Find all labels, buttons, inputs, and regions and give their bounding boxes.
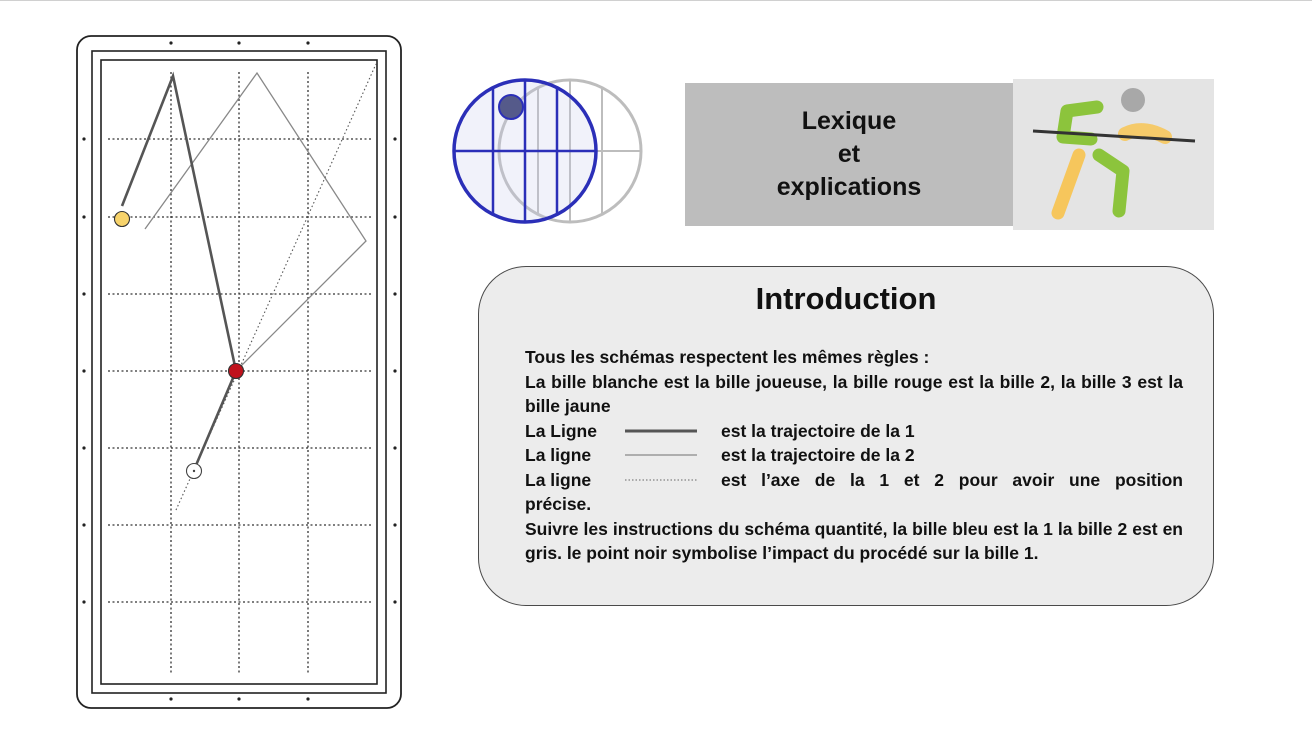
rules-heading: Tous les schémas respectent les mêmes rè… <box>525 347 930 367</box>
yellow-ball <box>113 210 131 228</box>
billiard-player-icon-graphic <box>1032 88 1196 220</box>
ball-2-trajectory <box>144 71 367 372</box>
ball-1-trajectory <box>120 71 238 471</box>
legend-row-axis: La ligne est l’axe de la 1 et 2 pour avo… <box>525 468 1183 493</box>
balls-description: La bille blanche est la bille joueuse, l… <box>525 371 1183 417</box>
legend-text: est la trajectoire de la 2 <box>721 445 915 465</box>
lexique-title: Lexique et explications <box>777 105 922 204</box>
introduction-panel: Introduction Tous les schémas respectent… <box>478 266 1214 606</box>
billiard-table-diagram <box>76 35 402 709</box>
introduction-body: Tous les schémas respectent les mêmes rè… <box>525 345 1183 566</box>
table-diamonds <box>82 41 397 701</box>
white-ball-center <box>192 469 196 473</box>
lexique-line-2: et <box>837 140 861 168</box>
legend-line-thin <box>623 452 721 458</box>
lexique-banner: Lexique et explications <box>685 83 1013 226</box>
red-ball <box>227 362 245 380</box>
legend-text: est la trajectoire de la 1 <box>721 420 915 441</box>
impact-point <box>498 94 524 120</box>
legend-label: La Ligne <box>525 420 597 441</box>
introduction-title: Introduction <box>755 281 937 316</box>
table-cushion <box>91 50 387 694</box>
billiard-player-icon <box>1013 79 1214 230</box>
legend-label: La ligne <box>525 469 592 490</box>
legend-line-thick <box>623 428 721 434</box>
legend-text: est l’axe de la 1 et 2 pour avoir une po… <box>721 469 1183 490</box>
cue-ball-blue <box>452 78 598 224</box>
ball-contact-diagram <box>452 78 643 224</box>
lexique-line-3: explications <box>776 173 922 201</box>
legend-label: La ligne <box>525 445 592 465</box>
legend-row-ball-1: La Ligne est la trajectoire de la 1 <box>525 419 1183 444</box>
top-border <box>0 0 1312 1</box>
legend-continuation: précise. <box>525 494 592 514</box>
lexique-line-1: Lexique <box>801 107 897 135</box>
legend-row-ball-2: La ligne est la trajectoire de la 2 <box>525 443 1183 468</box>
legend-line-dotted <box>623 477 721 483</box>
instructions-text: Suivre les instructions du schéma quanti… <box>525 518 1183 564</box>
